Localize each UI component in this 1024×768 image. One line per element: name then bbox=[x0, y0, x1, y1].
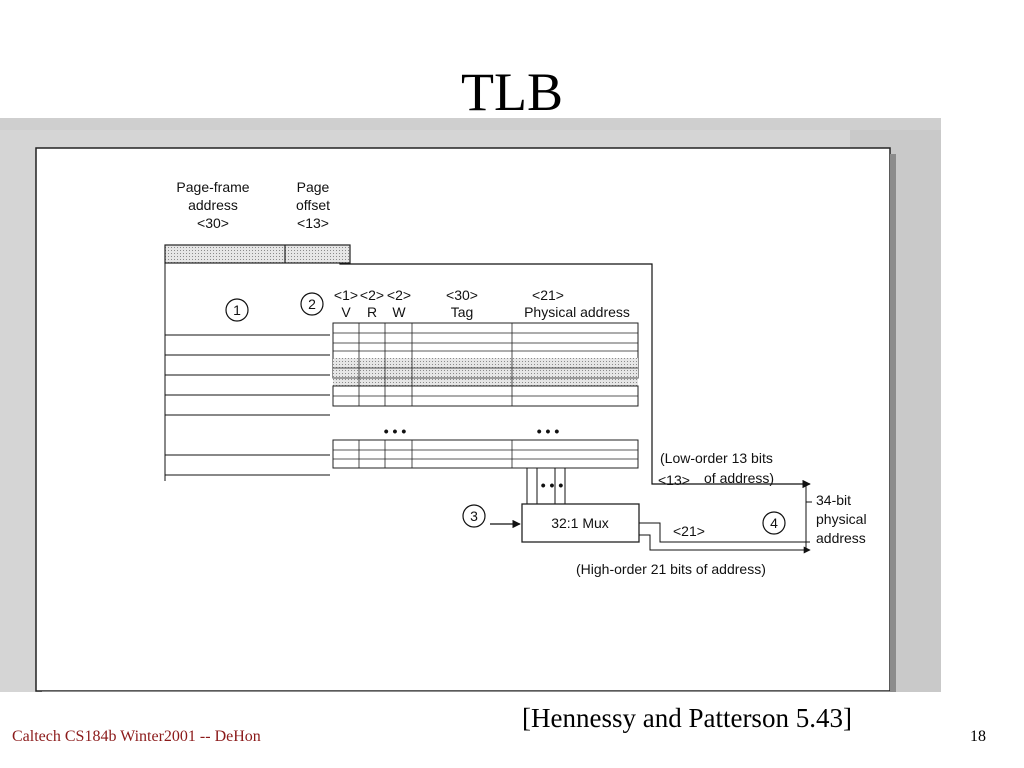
page-frame-label-line2: address bbox=[188, 197, 238, 213]
step-3-marker bbox=[462, 504, 486, 528]
physical-field-width: <21> bbox=[532, 287, 564, 303]
step-4-marker bbox=[762, 511, 786, 535]
valid-field-name: V bbox=[341, 304, 351, 320]
output-label-line2: physical bbox=[816, 511, 867, 527]
virtual-address-register bbox=[164, 244, 351, 264]
valid-field-width: <1> bbox=[334, 287, 358, 303]
citation: [Hennessy and Patterson 5.43] bbox=[522, 703, 852, 733]
figure-panel bbox=[35, 147, 891, 692]
step-1-marker bbox=[225, 298, 249, 322]
entries-ellipsis-right: • • • bbox=[537, 423, 560, 439]
output-label-line1: 34-bit bbox=[816, 492, 851, 508]
page-number: 18 bbox=[970, 728, 986, 745]
page-offset-label-line1: Page bbox=[297, 179, 330, 195]
low-order-label-line1: (Low-order 13 bits bbox=[660, 450, 773, 466]
mux-inputs-ellipsis: • • • bbox=[541, 477, 564, 493]
entries-ellipsis-left: • • • bbox=[384, 423, 407, 439]
step-2-label: 2 bbox=[308, 296, 316, 312]
fanout-lines bbox=[164, 263, 330, 481]
step-3-label: 3 bbox=[470, 508, 478, 524]
write-field-name: W bbox=[392, 304, 406, 320]
tlb-entry-table bbox=[332, 322, 639, 469]
physical-field-name: Physical address bbox=[524, 304, 630, 320]
footer-credit: Caltech CS184b Winter2001 -- DeHon bbox=[12, 728, 261, 745]
mux-block bbox=[521, 503, 640, 543]
step-4-label: 4 bbox=[770, 515, 778, 531]
step-1-label: 1 bbox=[233, 302, 241, 318]
slide-title: TLB bbox=[461, 62, 563, 122]
step-2-marker bbox=[300, 292, 324, 316]
tag-field-name: Tag bbox=[451, 304, 474, 320]
tag-field-width: <30> bbox=[446, 287, 478, 303]
high-order-width: <21> bbox=[673, 523, 705, 539]
page-offset-label-width: <13> bbox=[297, 215, 329, 231]
page-offset-label-line2: offset bbox=[296, 197, 330, 213]
mux-label: 32:1 Mux bbox=[551, 515, 609, 531]
low-order-width: <13> bbox=[658, 472, 690, 488]
page-frame-label-width: <30> bbox=[197, 215, 229, 231]
write-field-width: <2> bbox=[387, 287, 411, 303]
page-frame-label-line1: Page-frame bbox=[176, 179, 249, 195]
output-label-line3: address bbox=[816, 530, 866, 546]
read-field-name: R bbox=[367, 304, 377, 320]
high-order-path bbox=[639, 534, 811, 554]
offset-path bbox=[339, 263, 811, 489]
read-field-width: <2> bbox=[360, 287, 384, 303]
high-order-label: (High-order 21 bits of address) bbox=[576, 561, 766, 577]
scanned-figure: Page-frame address <30> Page offset <13>… bbox=[0, 118, 941, 692]
low-order-label-line2: of address) bbox=[704, 470, 774, 486]
